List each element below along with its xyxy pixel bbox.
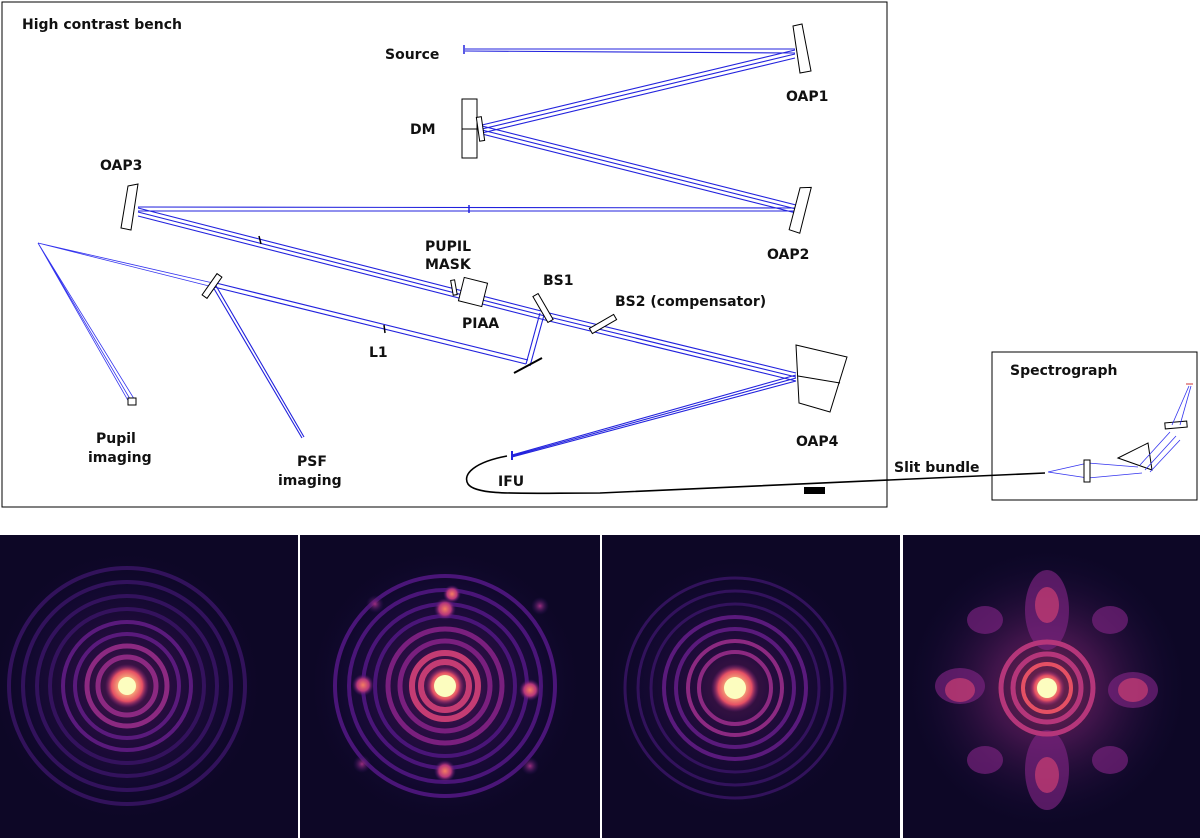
label-oap1: OAP1 — [786, 89, 828, 105]
spectrograph-title: Spectrograph — [1010, 363, 1117, 379]
psf-panel-2 — [300, 535, 600, 838]
oap2-mirror — [788, 186, 812, 234]
optical-elements — [120, 23, 848, 460]
label-ifu: IFU — [498, 474, 524, 490]
label-pupil-mask-1: PUPIL — [425, 239, 471, 255]
spectrograph-optics — [1047, 383, 1193, 483]
psf-image-strip — [0, 535, 1200, 838]
piaa-element — [457, 276, 489, 308]
pickoff-element — [201, 272, 223, 300]
psf-panel-3 — [600, 535, 900, 838]
oap3-mirror — [120, 183, 139, 231]
label-slit-bundle: Slit bundle — [894, 460, 980, 476]
label-bs2: BS2 (compensator) — [615, 294, 766, 310]
oap4-mirror — [795, 344, 848, 413]
dm-window — [475, 116, 486, 142]
label-oap4: OAP4 — [796, 434, 839, 450]
label-pupil-mask-2: MASK — [425, 257, 472, 273]
label-bs1: BS1 — [543, 273, 574, 289]
label-psf-imaging-1: PSF — [297, 454, 327, 470]
bench-frame — [1, 1, 888, 508]
fiber-slit-bundle — [465, 455, 1046, 495]
fiber-connector — [804, 487, 825, 494]
label-l1: L1 — [369, 345, 388, 361]
label-oap2: OAP2 — [767, 247, 809, 263]
label-pupil-imaging-2: imaging — [88, 450, 152, 466]
pupil-mask-element — [450, 279, 458, 296]
psf-panel-4 — [903, 535, 1200, 838]
spectrograph-frame — [991, 351, 1198, 501]
label-oap3: OAP3 — [100, 158, 142, 174]
oap1-mirror — [792, 23, 812, 74]
label-dm: DM — [410, 122, 436, 138]
bs1-element — [532, 292, 554, 324]
fold-mirror — [513, 357, 543, 374]
bs2-element — [588, 313, 618, 335]
bench-title: High contrast bench — [22, 17, 182, 33]
beam-paths — [37, 45, 801, 458]
label-piaa: PIAA — [462, 316, 499, 332]
label-source: Source — [385, 47, 439, 63]
label-psf-imaging-2: imaging — [278, 473, 342, 489]
label-pupil-imaging-1: Pupil — [96, 431, 136, 447]
psf-panel-1 — [0, 535, 298, 838]
